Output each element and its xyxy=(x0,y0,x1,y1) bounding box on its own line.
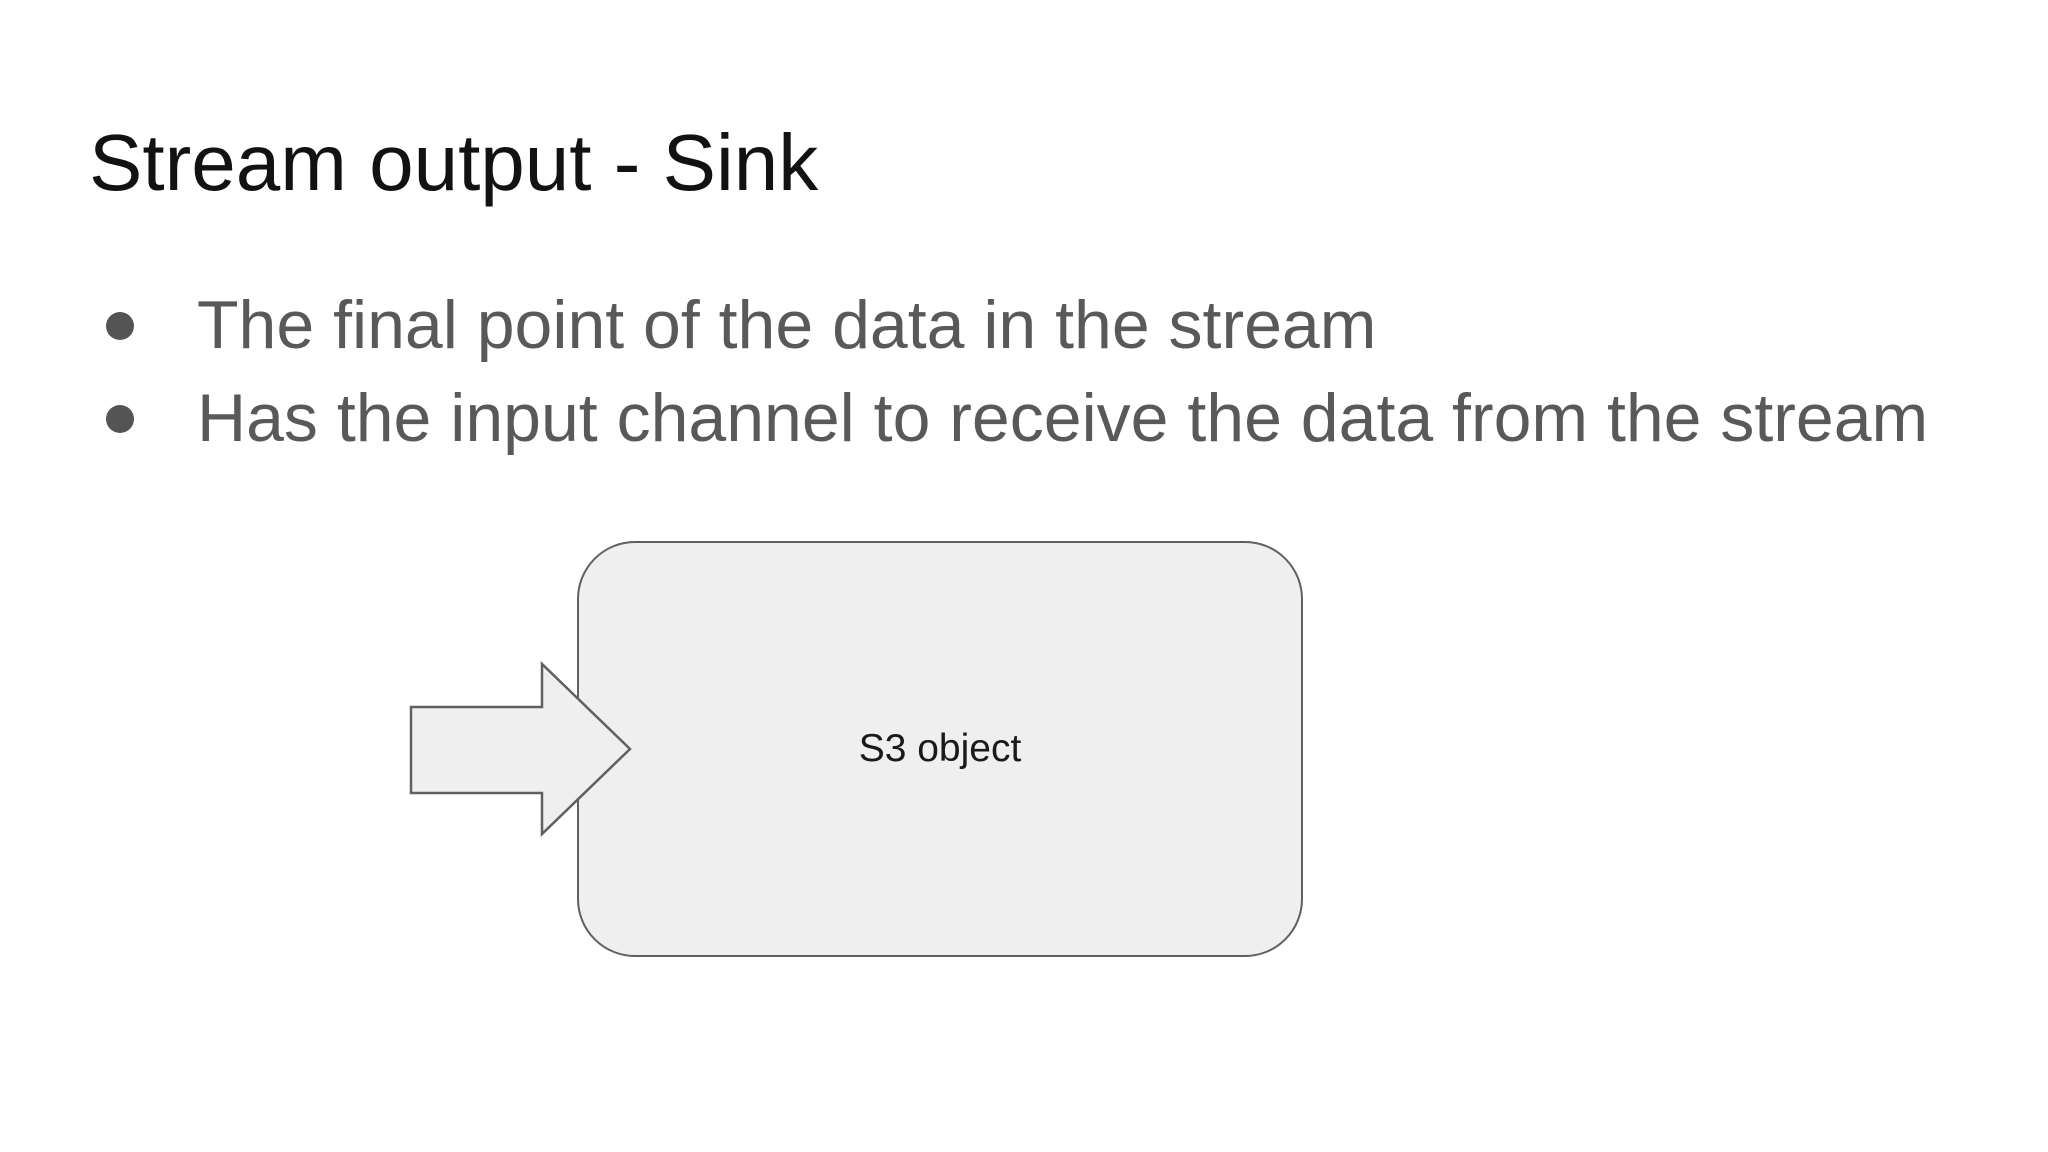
bullet-text-input-channel: Has the input channel to receive the dat… xyxy=(197,380,1929,456)
bullet-dot-icon xyxy=(106,404,134,433)
s3-object-label: S3 object xyxy=(858,726,1022,770)
block-arrow-right-icon xyxy=(409,661,632,837)
bullet-list: The final point of the data in the strea… xyxy=(106,279,1928,465)
bullet-dot-icon xyxy=(106,311,134,340)
bullet-text-final-point: The final point of the data in the strea… xyxy=(197,287,1377,363)
slide-title: Stream output - Sink xyxy=(89,118,819,207)
list-item: Has the input channel to receive the dat… xyxy=(106,372,1928,465)
list-item: The final point of the data in the strea… xyxy=(106,279,1928,372)
s3-object-shape: S3 object xyxy=(577,541,1303,957)
